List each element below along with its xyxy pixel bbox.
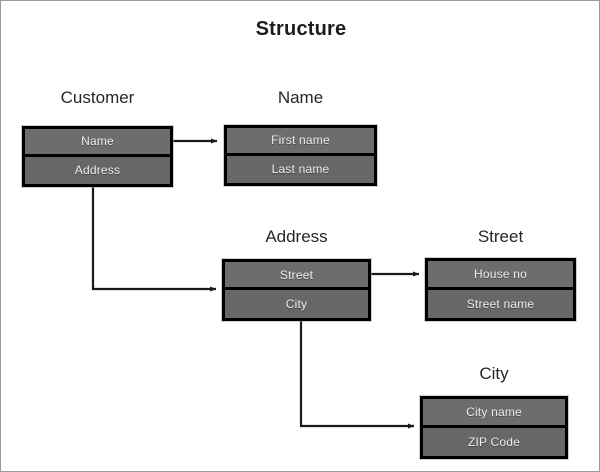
page-title: Structure [255, 18, 347, 40]
entity-box-customer[interactable]: Name Address [22, 126, 173, 187]
entity-row-address-street[interactable]: Street [225, 262, 368, 290]
entity-box-address[interactable]: Street City [222, 259, 371, 321]
entity-label-customer: Customer [60, 88, 135, 107]
connector-address-city-to-city [299, 321, 415, 429]
entity-box-city[interactable]: City name ZIP Code [420, 396, 568, 459]
entity-box-street[interactable]: House no Street name [425, 258, 576, 321]
entity-label-city: City [479, 364, 509, 383]
entity-row-street-street-name[interactable]: Street name [428, 289, 573, 318]
entity-box-name[interactable]: First name Last name [224, 125, 377, 186]
entity-row-street-house-no[interactable]: House no [428, 261, 573, 290]
entity-row-customer-address[interactable]: Address [25, 156, 170, 184]
entity-label-address: Address [265, 227, 328, 246]
entity-row-city-zip-code[interactable]: ZIP Code [423, 427, 565, 456]
entity-row-city-city-name[interactable]: City name [423, 399, 565, 428]
connector-customer-address-to-address [91, 187, 217, 292]
entity-label-name: Name [277, 88, 324, 107]
entity-label-street: Street [477, 227, 524, 246]
entity-row-customer-name[interactable]: Name [25, 129, 170, 157]
entity-row-name-first-name[interactable]: First name [227, 128, 374, 156]
entity-row-address-city[interactable]: City [225, 290, 368, 318]
entity-row-name-last-name[interactable]: Last name [227, 155, 374, 183]
